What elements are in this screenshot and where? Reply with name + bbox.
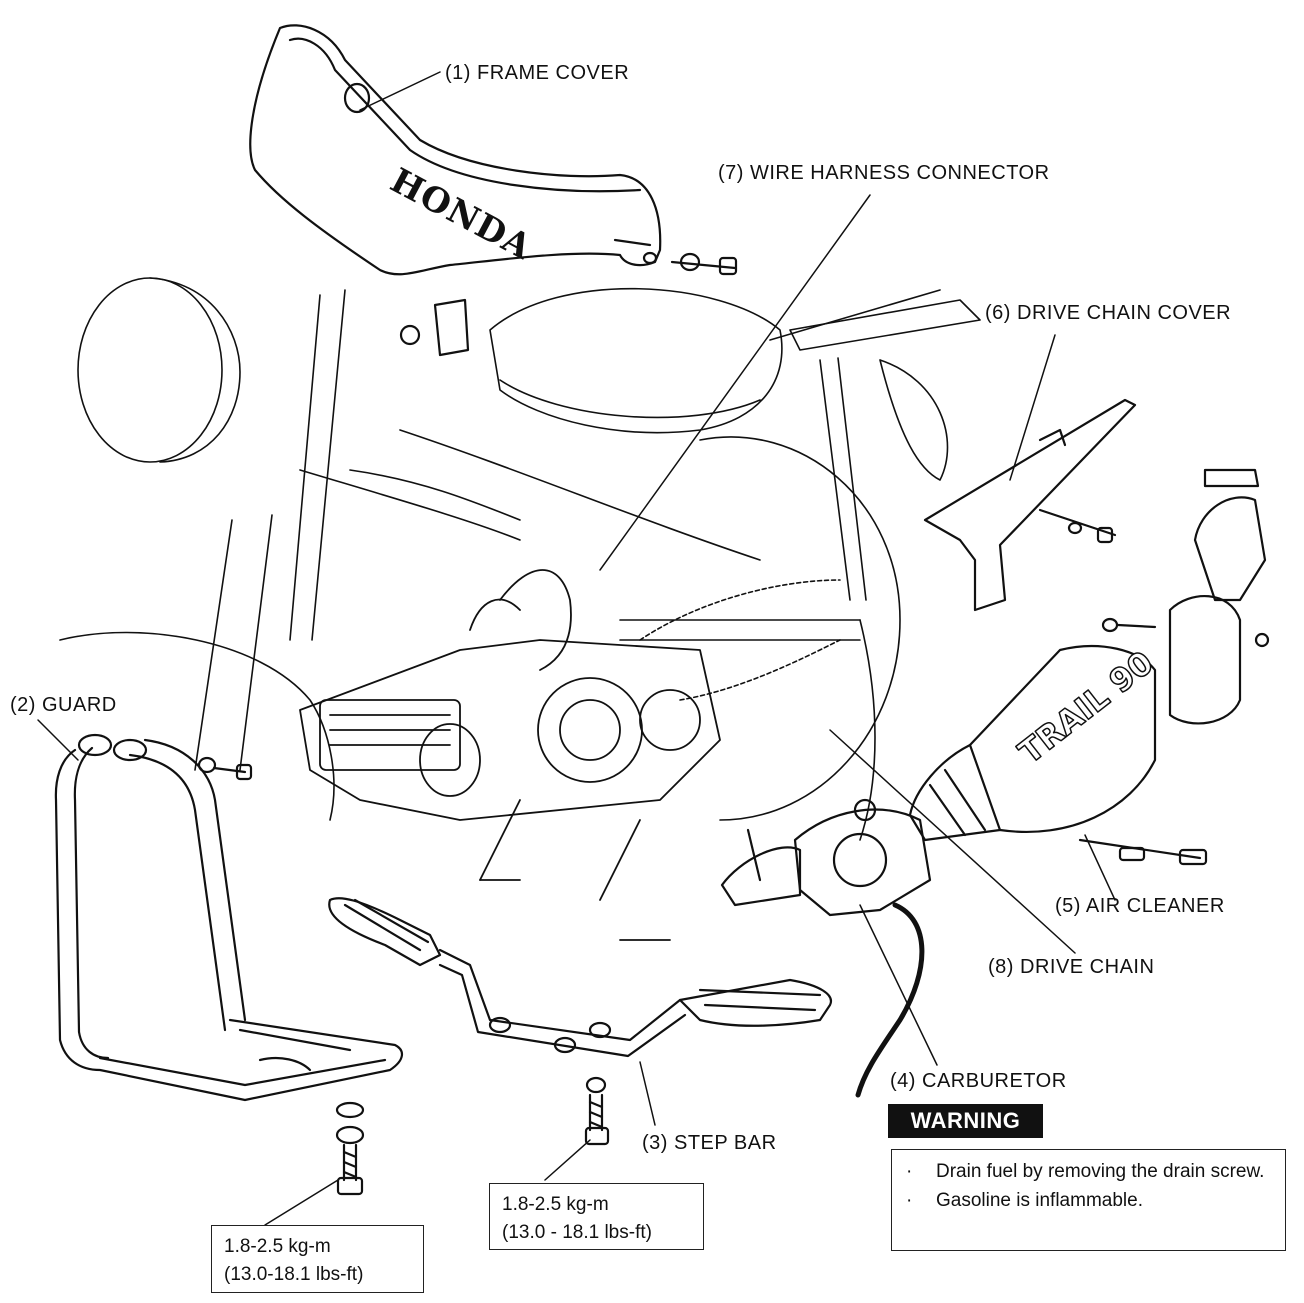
drive-chain-cover-part — [923, 334, 1137, 612]
torque-spec-guard: 1.8-2.5 kg-m (13.0-18.1 lbs-ft) — [211, 1225, 424, 1293]
warning-badge: WARNING — [888, 1104, 1043, 1138]
torque-spec-guard-imperial: (13.0-18.1 lbs-ft) — [224, 1263, 364, 1285]
warning-box: · Drain fuel by removing the drain screw… — [891, 1149, 1286, 1251]
torque-spec-step-bar: 1.8-2.5 kg-m (13.0 - 18.1 lbs-ft) — [489, 1183, 704, 1250]
warning-item: · Gasoline is inflammable. — [906, 1187, 1275, 1216]
drive-chain-leader — [829, 729, 1076, 954]
air-cleaner-model-mark: TRAIL 90 — [1012, 643, 1161, 771]
step-bar-part — [328, 897, 833, 1181]
label-drive-chain-cover: (6) DRIVE CHAIN COVER — [985, 302, 1232, 324]
frame-cover-brand-mark: HONDA — [384, 161, 538, 268]
bullet-mark: · — [906, 1189, 913, 1211]
guard-part — [37, 719, 403, 1226]
torque-spec-guard-metric: 1.8-2.5 kg-m — [224, 1236, 331, 1257]
label-carburetor: (4) CARBURETOR — [890, 1070, 1067, 1092]
wire-harness-leader — [599, 194, 871, 571]
air-cleaner-part — [908, 468, 1270, 901]
carburetor-part — [720, 798, 938, 1098]
label-air-cleaner: (5) AIR CLEANER — [1055, 895, 1225, 917]
frame-cover-part — [249, 24, 738, 357]
label-drive-chain: (8) DRIVE CHAIN — [988, 956, 1155, 978]
background-motorcycle-outline — [59, 277, 981, 841]
label-step-bar: (3) STEP BAR — [642, 1132, 777, 1154]
bullet-mark: · — [906, 1161, 913, 1182]
torque-spec-step-bar-metric: 1.8-2.5 kg-m — [502, 1194, 609, 1215]
torque-spec-step-bar-imperial: (13.0 - 18.1 lbs-ft) — [502, 1221, 652, 1243]
label-frame-cover: (1) FRAME COVER — [445, 62, 630, 84]
warning-item-text: Drain fuel by removing the drain screw. — [936, 1161, 1265, 1182]
warning-item-text: Gasoline is inflammable. — [936, 1189, 1143, 1211]
warning-item: · Drain fuel by removing the drain screw… — [906, 1158, 1275, 1187]
label-guard: (2) GUARD — [10, 694, 117, 716]
label-wire-harness-connector: (7) WIRE HARNESS CONNECTOR — [718, 162, 1050, 184]
engine-assembly — [299, 569, 721, 941]
